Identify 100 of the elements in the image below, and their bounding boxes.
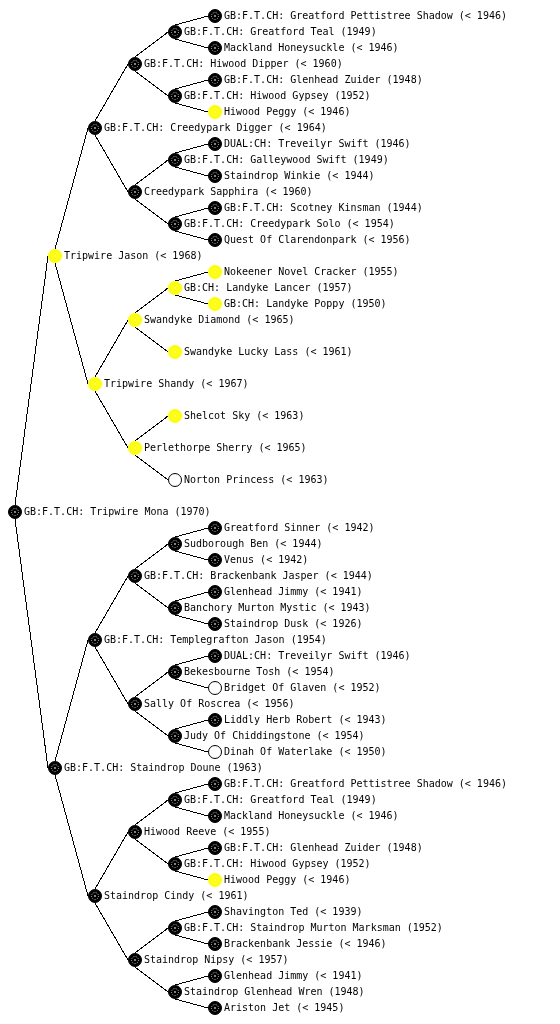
node-circle xyxy=(208,585,222,599)
connector-line xyxy=(54,639,89,762)
dog-name: Ariston Jet (< 1945) xyxy=(224,1001,345,1015)
connector-line xyxy=(94,575,129,634)
connector-line xyxy=(54,774,89,897)
node-circle xyxy=(208,713,222,727)
node-circle xyxy=(208,233,222,247)
node-circle xyxy=(168,345,182,359)
connector-line xyxy=(174,911,209,922)
dog-name: GB:F.T.CH: Hiwood Dipper (< 1960) xyxy=(144,57,343,71)
dog-name: Quest Of Clarendonpark (< 1956) xyxy=(224,233,411,247)
node-circle xyxy=(208,9,222,23)
connector-line xyxy=(174,678,209,689)
dog-name: Staindrop Dusk (< 1926) xyxy=(224,617,363,631)
node-circle xyxy=(128,185,142,199)
node-circle xyxy=(208,1001,222,1015)
connector-line xyxy=(134,582,169,609)
connector-line xyxy=(174,870,209,881)
dog-name: Mackland Honeysuckle (< 1946) xyxy=(224,41,399,55)
connector-line xyxy=(174,207,209,218)
connector-line xyxy=(134,415,169,442)
dog-name: GB:F.T.CH: Glenhead Zuider (1948) xyxy=(224,841,423,855)
dog-name: Mackland Honeysuckle (< 1946) xyxy=(224,809,399,823)
dog-name: Staindrop Cindy (< 1961) xyxy=(104,889,249,903)
node-circle xyxy=(128,697,142,711)
dog-name: Creedypark Sapphira (< 1960) xyxy=(144,185,313,199)
dog-name: Staindrop Nipsy (< 1957) xyxy=(144,953,289,967)
node-circle xyxy=(208,777,222,791)
dog-name: Banchory Murton Mystic (< 1943) xyxy=(184,601,371,615)
node-circle xyxy=(168,985,182,999)
dog-name: Nokeener Novel Cracker (1955) xyxy=(224,265,399,279)
connector-line xyxy=(174,719,209,730)
connector-line xyxy=(174,975,209,986)
node-circle xyxy=(168,25,182,39)
dog-name: GB:F.T.CH: Glenhead Zuider (1948) xyxy=(224,73,423,87)
node-circle xyxy=(208,41,222,55)
node-circle xyxy=(88,121,102,135)
node-circle xyxy=(208,617,222,631)
node-circle xyxy=(168,409,182,423)
node-circle xyxy=(208,169,222,183)
connector-line xyxy=(174,527,209,538)
node-circle xyxy=(8,505,22,519)
connector-line xyxy=(134,799,169,826)
connector-line xyxy=(134,70,169,97)
connector-line xyxy=(134,966,169,993)
node-circle xyxy=(208,137,222,151)
connector-line xyxy=(174,614,209,625)
node-circle xyxy=(208,297,222,311)
node-circle xyxy=(168,89,182,103)
dog-name: Hiwood Reeve (< 1955) xyxy=(144,825,271,839)
node-circle xyxy=(208,201,222,215)
dog-name: Shavington Ted (< 1939) xyxy=(224,905,363,919)
dog-name: DUAL:CH: Treveilyr Swift (1946) xyxy=(224,649,411,663)
node-circle xyxy=(128,953,142,967)
node-circle xyxy=(48,249,62,263)
node-circle xyxy=(208,937,222,951)
connector-line xyxy=(134,287,169,314)
dog-name: Staindrop Winkie (< 1944) xyxy=(224,169,375,183)
connector-line xyxy=(94,831,129,890)
connector-line xyxy=(134,543,169,570)
node-circle xyxy=(168,281,182,295)
dog-name: Bekesbourne Tosh (< 1954) xyxy=(184,665,335,679)
node-circle xyxy=(208,521,222,535)
connector-line xyxy=(174,847,209,858)
dog-name: GB:F.T.CH: Creedypark Solo (< 1954) xyxy=(184,217,395,231)
dog-name: GB:F.T.CH: Creedypark Digger (< 1964) xyxy=(104,121,327,135)
node-circle xyxy=(88,377,102,391)
dog-name: GB:F.T.CH: Hiwood Gypsey (1952) xyxy=(184,857,371,871)
dog-name: Glenhead Jimmy (< 1941) xyxy=(224,969,363,983)
node-circle xyxy=(208,841,222,855)
dog-name: GB:F.T.CH: Staindrop Murton Marksman (1952) xyxy=(184,921,443,935)
node-circle xyxy=(208,745,222,759)
dog-name: Brackenbank Jessie (< 1946) xyxy=(224,937,387,951)
dog-name: GB:F.T.CH: Staindrop Doune (1963) xyxy=(64,761,263,775)
node-circle xyxy=(168,793,182,807)
dog-name: GB:CH: Landyke Lancer (1957) xyxy=(184,281,353,295)
connector-line xyxy=(134,838,169,865)
node-circle xyxy=(168,217,182,231)
dog-name: GB:F.T.CH: Templegrafton Jason (1954) xyxy=(104,633,327,647)
connector-line xyxy=(174,166,209,177)
connector-line xyxy=(94,902,129,961)
node-circle xyxy=(168,921,182,935)
node-circle xyxy=(168,473,182,487)
dog-name: Shelcot Sky (< 1963) xyxy=(184,409,305,423)
connector-line xyxy=(174,591,209,602)
connector-line xyxy=(134,927,169,954)
dog-name: Swandyke Diamond (< 1965) xyxy=(144,313,295,327)
dog-name: GB:F.T.CH: Greatford Teal (1949) xyxy=(184,793,377,807)
connector-line xyxy=(174,15,209,26)
node-circle xyxy=(128,57,142,71)
dog-name: GB:CH: Landyke Poppy (1950) xyxy=(224,297,387,311)
node-circle xyxy=(208,265,222,279)
connector-line xyxy=(174,934,209,945)
connector-line xyxy=(174,102,209,113)
connector-line xyxy=(14,518,49,769)
node-circle xyxy=(128,313,142,327)
node-circle xyxy=(168,857,182,871)
node-circle xyxy=(128,825,142,839)
connector-line xyxy=(134,159,169,186)
node-circle xyxy=(128,569,142,583)
